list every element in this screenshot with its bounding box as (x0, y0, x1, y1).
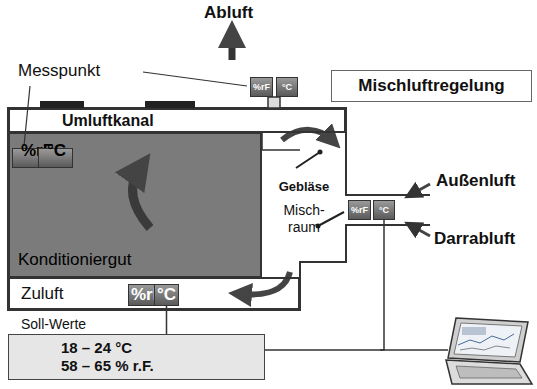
damper (296, 152, 320, 168)
node-text: Soll-Werte (21, 316, 86, 332)
roof-bar (40, 101, 84, 108)
node-text: Mischluftregelung (358, 76, 504, 96)
housing-outline (8, 108, 430, 310)
node-text: Gebläse (279, 179, 330, 194)
node-subtext: 18 – 24 °C (61, 339, 254, 357)
leader-line (24, 86, 30, 146)
signal-wire (166, 306, 168, 334)
goods-fill (9, 133, 261, 277)
node-text: Konditioniergut (18, 250, 131, 270)
circulation-arrow (133, 168, 150, 228)
temperature-sensor: °C (276, 77, 298, 97)
temperature-sensor: °C (154, 284, 179, 306)
node-text: %rF (253, 82, 270, 92)
mixing-chamber: GebläseMisch- raum (262, 132, 346, 262)
node-text: °C (379, 205, 389, 215)
goods-chamber: Konditioniergut%rF°C (8, 132, 262, 278)
node-text: °C (157, 285, 176, 305)
callout-label: Messpunkt (18, 61, 100, 81)
flow-label: Außenluft (436, 171, 515, 191)
node-subtext: 58 – 65 % r.F. (61, 357, 254, 375)
laptop (446, 318, 532, 384)
inlet-arrow (412, 226, 430, 236)
title-box: Mischluftregelung (331, 70, 532, 102)
node-text: %rF (351, 205, 368, 215)
exhaust-stub (268, 97, 280, 108)
inlet-arrow (412, 184, 430, 194)
flow-label: Abluft (204, 3, 253, 23)
supply-arrow (240, 272, 290, 294)
setpoint-box: Soll-Werte18 – 24 °C58 – 65 % r.F. (8, 334, 265, 380)
node-text: Zuluft (21, 284, 64, 304)
wire (380, 349, 448, 351)
damper-pivot (318, 150, 323, 155)
signal-wire (265, 220, 384, 350)
temperature-sensor: °C (373, 200, 395, 220)
node-text: °C (47, 141, 66, 161)
temperature-sensor: °C (38, 148, 73, 168)
node-subtext: Misch- raum (279, 202, 329, 236)
node-text: Umluftkanal (62, 112, 154, 130)
supply-duct: Zuluft%rF°C (8, 277, 300, 310)
node-text: °C (282, 82, 292, 92)
mixing-wall (262, 132, 300, 150)
humidity-sensor: %rF (250, 77, 273, 97)
humidity-sensor: %rF (348, 200, 371, 220)
exhaust-arrow (229, 34, 236, 60)
leader-line (143, 72, 247, 86)
recirc-duct: Umluftkanal (8, 108, 346, 133)
roof-bar (145, 101, 195, 108)
flow-label: Darrabluft (434, 229, 515, 249)
